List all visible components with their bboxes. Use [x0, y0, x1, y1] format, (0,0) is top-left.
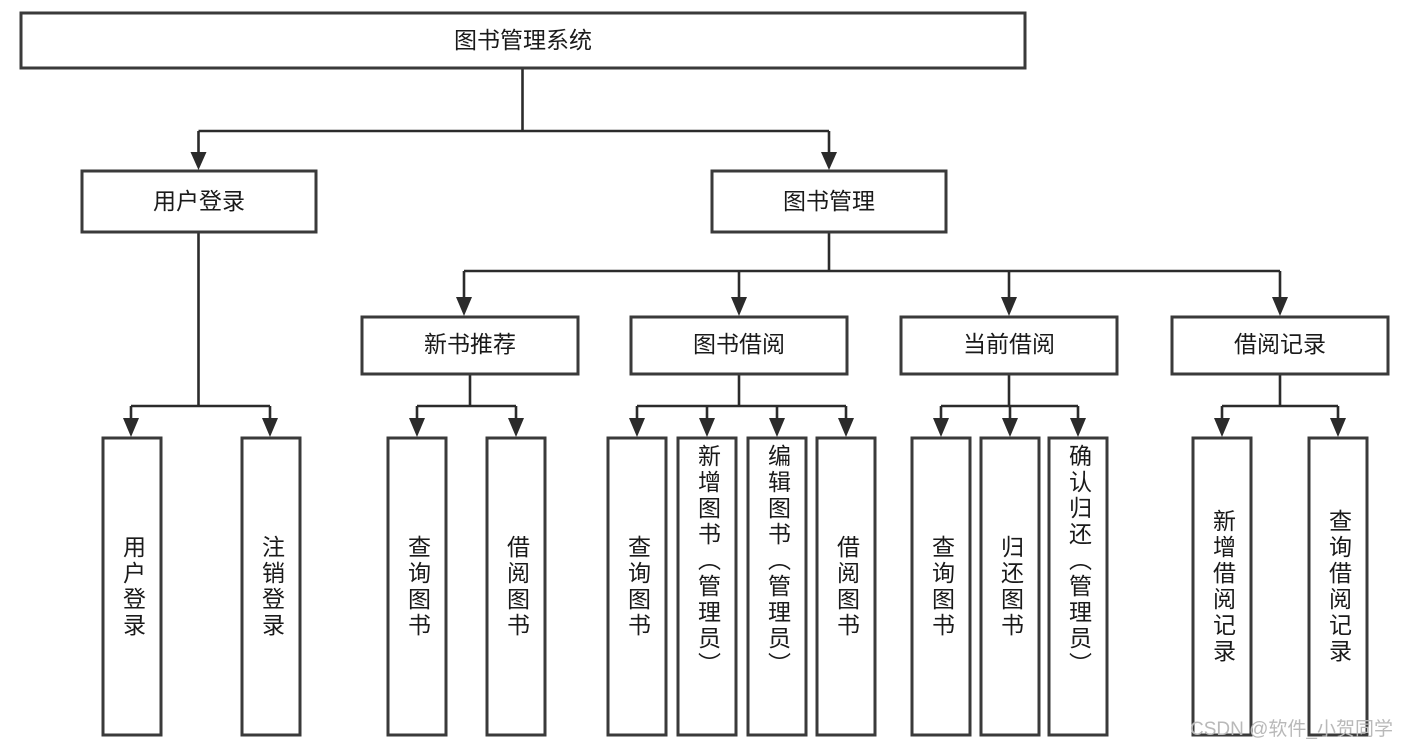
node-user-login-label: 用户登录 — [153, 188, 245, 214]
node-book-manage-label: 图书管理 — [783, 188, 875, 214]
leaf-user-logout-box[interactable] — [240, 436, 302, 737]
arrow-head-borrow-record — [1272, 297, 1288, 316]
connectors-book-borrow-to-leaves — [629, 374, 854, 437]
leaf-return-book-box[interactable] — [979, 436, 1041, 737]
arrow-head-leaf-return-book — [1002, 418, 1018, 437]
leaf-query-book-2-box[interactable] — [606, 436, 668, 737]
node-new-book-recommend-box[interactable] — [360, 315, 580, 376]
leaf-edit-book-box[interactable] — [746, 436, 808, 737]
arrow-head-leaf-add-book — [699, 418, 715, 437]
node-user-login[interactable]: 用户登录 — [80, 169, 318, 234]
leaf-user-login-box[interactable] — [101, 436, 163, 737]
arrow-head-leaf-query-record — [1330, 418, 1346, 437]
arrow-head-leaf-user-login — [123, 418, 139, 437]
connectors-user-login-to-leaves — [123, 232, 278, 437]
node-book-manage-box[interactable] — [710, 169, 948, 234]
node-book-borrow-box[interactable] — [629, 315, 849, 376]
node-book-manage[interactable]: 图书管理 — [710, 169, 948, 234]
node-borrow-record-label: 借阅记录 — [1234, 331, 1326, 357]
arrow-head-leaf-query-book-2 — [629, 418, 645, 437]
node-new-book-recommend-label: 新书推荐 — [424, 331, 516, 357]
node-root-label: 图书管理系统 — [454, 27, 592, 53]
leaf-query-book-1-box[interactable] — [386, 436, 448, 737]
arrow-head-current-borrow — [1001, 297, 1017, 316]
leaf-query-record-box[interactable] — [1307, 436, 1369, 737]
node-current-borrow-label: 当前借阅 — [963, 331, 1055, 357]
arrow-head-leaf-edit-book — [769, 418, 785, 437]
leaf-query-book-3-box[interactable] — [910, 436, 972, 737]
node-book-borrow[interactable]: 图书借阅 — [629, 315, 849, 376]
leaf-borrow-book-1-box[interactable] — [485, 436, 547, 737]
arrow-head-leaf-add-record — [1214, 418, 1230, 437]
arrow-head-new-book-recommend — [456, 297, 472, 316]
leaf-add-record-box[interactable] — [1191, 436, 1253, 737]
node-root[interactable]: 图书管理系统 — [19, 11, 1027, 70]
arrow-head-leaf-query-book-1 — [409, 418, 425, 437]
connectors-root-to-level2 — [190, 68, 837, 170]
leaf-confirm-return-box[interactable] — [1047, 436, 1109, 737]
node-current-borrow[interactable]: 当前借阅 — [899, 315, 1119, 376]
leaf-boxes — [101, 436, 1369, 737]
node-current-borrow-box[interactable] — [899, 315, 1119, 376]
node-borrow-record-box[interactable] — [1170, 315, 1390, 376]
node-book-borrow-label: 图书借阅 — [693, 331, 785, 357]
arrow-head-user-login — [190, 152, 207, 170]
leaf-borrow-book-2-box[interactable] — [815, 436, 877, 737]
node-user-login-box[interactable] — [80, 169, 318, 234]
node-borrow-record[interactable]: 借阅记录 — [1170, 315, 1390, 376]
leaf-add-book-box[interactable] — [676, 436, 738, 737]
arrow-head-leaf-borrow-book-1 — [508, 418, 524, 437]
arrow-head-leaf-user-logout — [262, 418, 278, 437]
node-new-book-recommend[interactable]: 新书推荐 — [360, 315, 580, 376]
arrow-head-leaf-confirm-return — [1070, 418, 1086, 437]
connectors-borrow-record-to-leaves — [1214, 374, 1346, 437]
arrow-head-leaf-borrow-book-2 — [838, 418, 854, 437]
connectors-book-manage-to-level3 — [456, 232, 1288, 316]
connectors-current-borrow-to-leaves — [933, 374, 1086, 437]
arrow-head-book-borrow — [731, 297, 747, 316]
node-root-box[interactable] — [19, 11, 1027, 70]
arrow-head-leaf-query-book-3 — [933, 418, 949, 437]
connectors-new-book-recommend-to-leaves — [409, 374, 524, 437]
arrow-head-book-manage — [821, 152, 837, 170]
